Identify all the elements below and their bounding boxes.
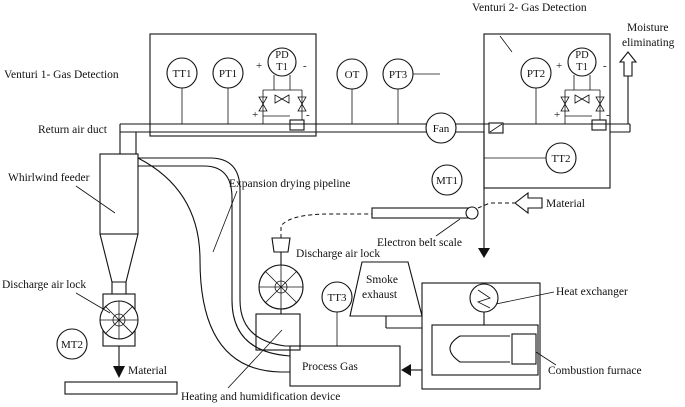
pdt1-venturi1-instrument: PD T1 + - + - <box>252 47 310 131</box>
mt2-instrument: MT2 <box>56 328 88 360</box>
pdt1-v1-plus-top: + <box>256 60 262 72</box>
moisture-label-line1: Moisture <box>627 22 669 34</box>
pt1-instrument: PT1 <box>212 57 244 124</box>
tt3-instrument: TT3 <box>321 281 353 346</box>
smoke-label-line1: Smoke <box>366 274 398 286</box>
pdt1-v1-line2: T1 <box>276 62 288 73</box>
ot-instrument: OT <box>336 58 368 124</box>
discharge-air-lock-2 <box>258 237 304 314</box>
tt1-label: TT1 <box>173 68 192 80</box>
pdt1-v2-minus-bottom: - <box>606 109 610 121</box>
material-out-tray <box>64 381 178 395</box>
pdt1-venturi2-instrument: PD T1 + - + - <box>554 47 610 131</box>
pdt1-v2-minus-top: - <box>603 60 607 72</box>
furnace-unit <box>421 282 541 390</box>
expansion-pipe-outer <box>138 157 290 347</box>
pdt1-v1-line1: PD <box>275 50 289 61</box>
venturi1-box <box>149 33 317 137</box>
expansion-pipe-inner <box>138 165 291 357</box>
fan-label: Fan <box>433 123 450 135</box>
pdt1-v2-plus-bottom: + <box>554 109 560 121</box>
discharge-air-lock-1 <box>99 293 139 347</box>
venturi2-box <box>483 33 611 189</box>
moisture-exit-arrow <box>618 51 638 77</box>
mt2-label: MT2 <box>61 339 83 351</box>
process-gas-label: Process Gas <box>302 361 358 373</box>
discharge1-label: Discharge air lock <box>2 279 86 291</box>
pdt1-v2-line1: PD <box>575 50 589 61</box>
tt3-label: TT3 <box>328 292 347 304</box>
material-in-label: Material <box>546 198 585 210</box>
pdt1-v1-plus-bottom: + <box>252 109 258 121</box>
heat-exchanger-label: Heat exchanger <box>556 286 628 298</box>
pdt1-v1-minus-top: - <box>303 60 307 72</box>
pt2-label: PT2 <box>527 68 545 80</box>
material-out-arrow <box>113 366 125 378</box>
whirlwind-label: Whirlwind feeder <box>8 172 90 184</box>
pt2-instrument: PT2 <box>520 57 552 124</box>
pt1-label: PT1 <box>219 68 237 80</box>
pt3-instrument: PT3 <box>382 58 440 124</box>
ot-label: OT <box>345 69 360 81</box>
material-out-label: Material <box>128 365 167 377</box>
mt1-label: MT1 <box>436 175 458 187</box>
fan: Fan <box>425 112 457 144</box>
material-in-arrow <box>514 191 543 215</box>
expansion-label: Expansion drying pipeline <box>229 178 350 190</box>
pdt1-v2-plus-top: + <box>556 60 562 72</box>
smoke-label-line2: exhaust <box>362 289 398 301</box>
pt3-label: PT3 <box>389 69 408 81</box>
tt2-label: TT2 <box>552 153 571 165</box>
moisture-label-line2: eliminating <box>622 37 675 49</box>
heating-humidification-device <box>255 313 401 387</box>
discharge2-label: Discharge air lock <box>296 248 380 260</box>
mt1-instrument: MT1 <box>431 164 463 196</box>
heating-label: Heating and humidification device <box>181 391 340 403</box>
venturi2-label: Venturi 2- Gas Detection <box>472 2 587 14</box>
tt1-instrument: TT1 <box>166 57 198 124</box>
process-gas-arrow <box>401 364 411 376</box>
combustion-label: Combustion furnace <box>548 365 642 377</box>
venturi1-label: Venturi 1- Gas Detection <box>4 69 119 81</box>
electron-belt-scale <box>371 206 479 220</box>
return-air-label: Return air duct <box>38 124 108 136</box>
pdt1-v2-line2: T1 <box>576 62 588 73</box>
pdt1-v1-minus-bottom: - <box>306 109 310 121</box>
tt2-instrument: TT2 <box>484 142 577 174</box>
belt-scale-label: Electron belt scale <box>377 237 462 249</box>
whirlwind-feeder <box>99 124 139 294</box>
